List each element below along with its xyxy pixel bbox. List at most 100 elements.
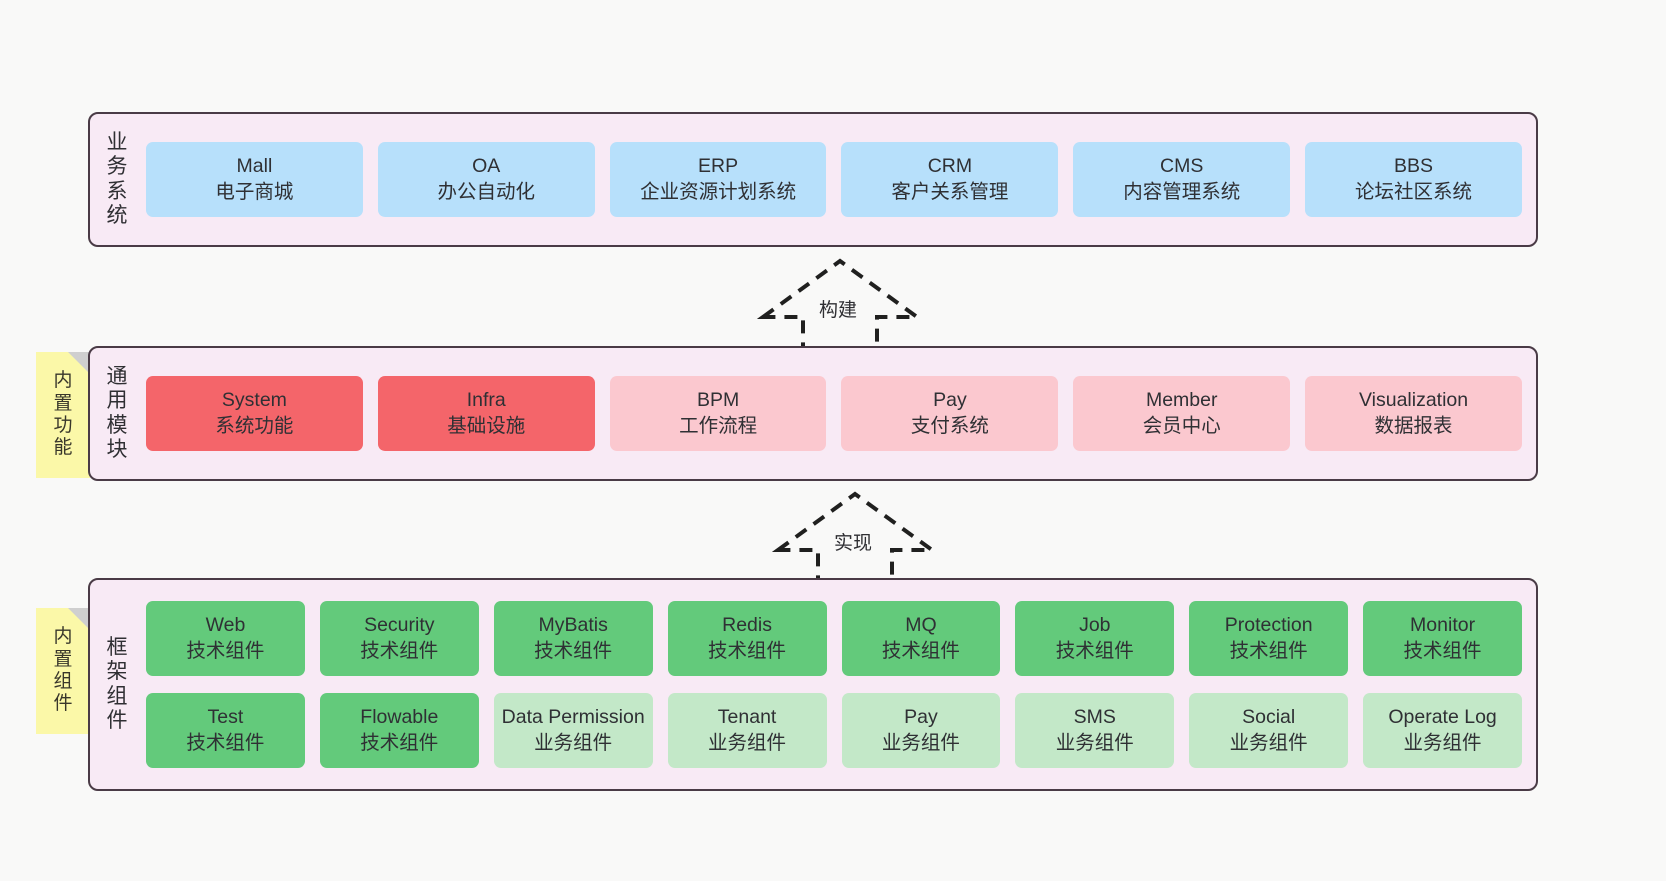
card-subtitle: 业务组件 xyxy=(534,731,613,754)
card-subtitle: 技术组件 xyxy=(360,731,439,754)
layer-business-title-char: 务 xyxy=(106,155,128,179)
card-bpm[interactable]: BPM 工作流程 xyxy=(609,376,827,451)
layer-framework-component: 框 架 组 件 Web 技术组件 Security 技术组件 MyBatis 技… xyxy=(88,578,1538,791)
card-subtitle: 数据报表 xyxy=(1374,414,1453,437)
card-title: Operate Log xyxy=(1388,706,1497,729)
card-subtitle: 内容管理系统 xyxy=(1123,180,1241,203)
card-subtitle: 电子商城 xyxy=(215,180,294,203)
layer-business-title-char: 业 xyxy=(106,130,128,154)
arrow-build-label: 构建 xyxy=(819,300,858,321)
card-title: Social xyxy=(1242,706,1296,729)
card-subtitle: 技术组件 xyxy=(360,639,439,662)
layer-business-title-char: 系 xyxy=(106,179,128,203)
card-subtitle: 系统功能 xyxy=(215,414,294,437)
card-web[interactable]: Web 技术组件 xyxy=(146,601,305,676)
note-char: 件 xyxy=(53,693,73,715)
card-subtitle: 技术组件 xyxy=(1403,639,1482,662)
layer-framework-title-char: 框 xyxy=(106,635,128,659)
layer-framework-title-char: 件 xyxy=(106,708,128,732)
note-char: 功 xyxy=(53,415,73,436)
card-subtitle: 技术组件 xyxy=(708,639,787,662)
card-title: Pay xyxy=(933,389,967,412)
card-subtitle: 技术组件 xyxy=(1055,639,1134,662)
layer-business-body: Mall 电子商城 OA 办公自动化 ERP 企业资源计划系统 CRM 客户关系… xyxy=(136,114,1536,245)
card-title: Mall xyxy=(236,155,273,178)
card-flowable[interactable]: Flowable 技术组件 xyxy=(319,693,479,768)
note-char: 置 xyxy=(53,648,73,670)
card-title: Protection xyxy=(1224,614,1313,637)
note-fold-corner-icon xyxy=(68,352,90,374)
note-char: 组 xyxy=(53,671,73,692)
card-redis[interactable]: Redis 技术组件 xyxy=(667,601,827,676)
layer-common-title-char: 模 xyxy=(106,413,128,437)
arrow-implement-shape xyxy=(771,491,939,584)
card-title: BBS xyxy=(1394,155,1434,178)
card-mall[interactable]: Mall 电子商城 xyxy=(146,142,363,217)
card-mq[interactable]: MQ 技术组件 xyxy=(841,601,1001,676)
layer-common-body: System 系统功能 Infra 基础设施 BPM 工作流程 Pay 支付系统… xyxy=(136,348,1536,479)
layer-common-module: 通 用 模 块 System 系统功能 Infra 基础设施 BPM 工作流程 xyxy=(88,346,1538,481)
layer-business-title-char: 统 xyxy=(106,203,128,227)
card-title: Web xyxy=(205,614,246,637)
card-subtitle: 办公自动化 xyxy=(437,180,535,203)
card-protection[interactable]: Protection 技术组件 xyxy=(1189,601,1349,676)
card-subtitle: 业务组件 xyxy=(1055,731,1134,754)
note-char: 内 xyxy=(53,370,73,392)
card-subtitle: 技术组件 xyxy=(186,731,265,754)
card-erp[interactable]: ERP 企业资源计划系统 xyxy=(609,142,827,217)
card-title: Member xyxy=(1145,389,1218,412)
card-subtitle: 技术组件 xyxy=(1229,639,1308,662)
card-pay-module[interactable]: Pay 支付系统 xyxy=(841,376,1059,451)
framework-card-row-1: Web 技术组件 Security 技术组件 MyBatis 技术组件 Redi… xyxy=(146,601,1522,676)
card-title: OA xyxy=(472,155,501,178)
card-subtitle: 客户关系管理 xyxy=(891,180,1009,203)
card-crm[interactable]: CRM 客户关系管理 xyxy=(841,142,1059,217)
card-subtitle: 业务组件 xyxy=(1403,731,1482,754)
card-title: Pay xyxy=(904,706,938,729)
arrow-build: 构建 xyxy=(755,255,925,351)
card-title: Test xyxy=(207,706,244,729)
layer-common-title: 通 用 模 块 xyxy=(90,348,136,479)
card-subtitle: 企业资源计划系统 xyxy=(640,180,797,203)
card-pay-component[interactable]: Pay 业务组件 xyxy=(841,693,1001,768)
card-infra[interactable]: Infra 基础设施 xyxy=(377,376,595,451)
card-data-permission[interactable]: Data Permission 业务组件 xyxy=(493,693,653,768)
card-title: Infra xyxy=(466,389,506,412)
arrow-build-shape xyxy=(756,258,924,351)
card-title: MyBatis xyxy=(538,614,608,637)
card-title: ERP xyxy=(698,155,739,178)
layer-business-system: 业 务 系 统 Mall 电子商城 OA 办公自动化 ERP 企业资源计划系统 xyxy=(88,112,1538,247)
card-member[interactable]: Member 会员中心 xyxy=(1073,376,1291,451)
layer-common-title-char: 通 xyxy=(106,364,128,388)
note-builtin-feature: 内 置 功 能 xyxy=(36,352,90,478)
card-visualization[interactable]: Visualization 数据报表 xyxy=(1305,376,1522,451)
card-cms[interactable]: CMS 内容管理系统 xyxy=(1073,142,1291,217)
card-title: Tenant xyxy=(717,706,777,729)
card-sms[interactable]: SMS 业务组件 xyxy=(1015,693,1175,768)
card-operate-log[interactable]: Operate Log 业务组件 xyxy=(1363,693,1522,768)
card-bbs[interactable]: BBS 论坛社区系统 xyxy=(1305,142,1522,217)
card-system[interactable]: System 系统功能 xyxy=(146,376,363,451)
card-subtitle: 论坛社区系统 xyxy=(1355,180,1473,203)
layer-common-title-char: 块 xyxy=(106,437,128,461)
common-card-row: System 系统功能 Infra 基础设施 BPM 工作流程 Pay 支付系统… xyxy=(146,376,1522,451)
layer-framework-title-char: 架 xyxy=(106,660,128,684)
card-oa[interactable]: OA 办公自动化 xyxy=(377,142,595,217)
card-test[interactable]: Test 技术组件 xyxy=(146,693,305,768)
arrow-implement: 实现 xyxy=(770,488,940,584)
card-social[interactable]: Social 业务组件 xyxy=(1189,693,1349,768)
card-subtitle: 业务组件 xyxy=(708,731,787,754)
card-title: SMS xyxy=(1073,706,1116,729)
card-job[interactable]: Job 技术组件 xyxy=(1015,601,1175,676)
card-mybatis[interactable]: MyBatis 技术组件 xyxy=(493,601,653,676)
card-tenant[interactable]: Tenant 业务组件 xyxy=(667,693,827,768)
card-title: CRM xyxy=(927,155,973,178)
card-title: System xyxy=(221,389,287,412)
note-char: 内 xyxy=(53,626,73,648)
card-monitor[interactable]: Monitor 技术组件 xyxy=(1363,601,1522,676)
card-title: Security xyxy=(364,614,435,637)
card-security[interactable]: Security 技术组件 xyxy=(319,601,479,676)
framework-card-row-2: Test 技术组件 Flowable 技术组件 Data Permission … xyxy=(146,693,1522,768)
layer-framework-title-char: 组 xyxy=(106,684,128,708)
